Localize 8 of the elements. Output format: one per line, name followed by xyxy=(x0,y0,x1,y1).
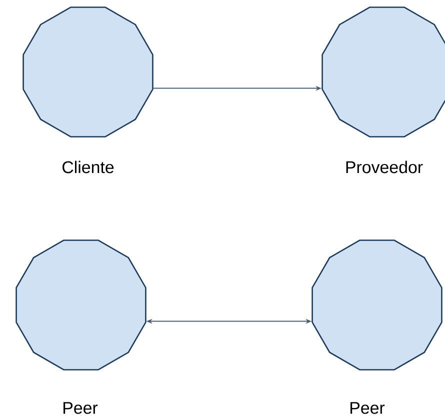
node-label: Peer xyxy=(350,402,385,414)
node-label: Proveedor xyxy=(346,160,423,174)
node-label: Cliente xyxy=(62,160,114,174)
dodecagon-node: Proveedor xyxy=(322,6,445,174)
dodecagon-node: Cliente xyxy=(22,6,154,174)
dodecagon-node: Peer xyxy=(312,240,442,414)
node-label: Peer xyxy=(64,402,98,414)
dodecagon-node: Peer xyxy=(16,240,146,414)
